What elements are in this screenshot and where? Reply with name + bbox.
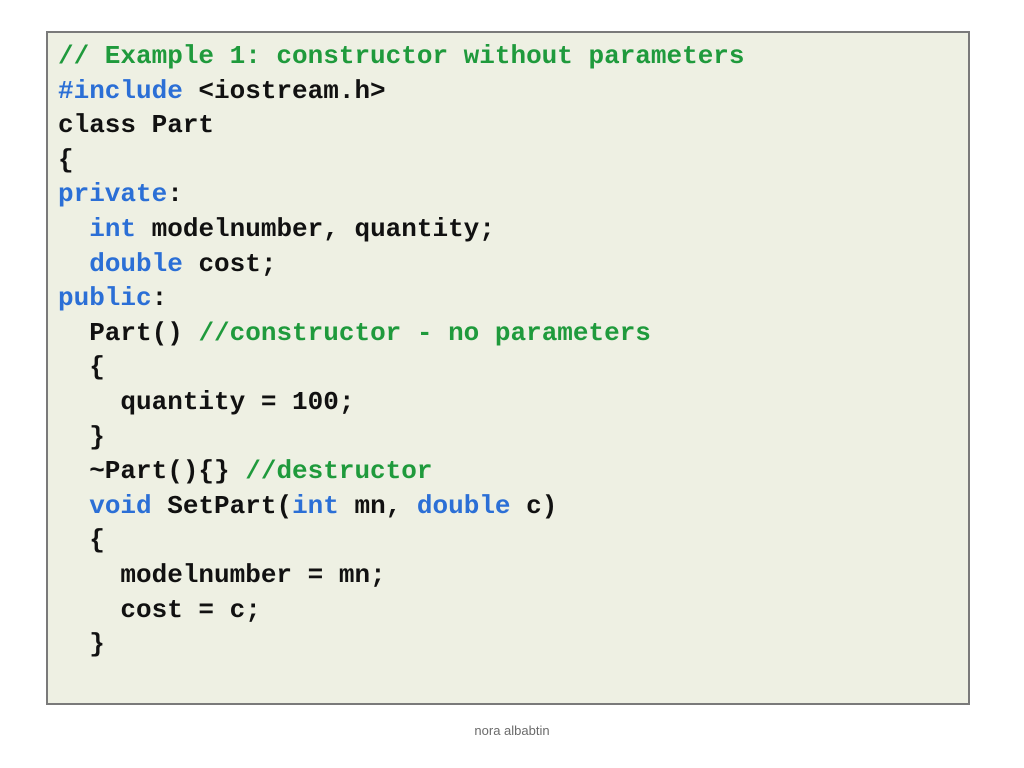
code-token-plain: cost = c; — [58, 594, 261, 625]
code-line: ~Part(){} //destructor — [58, 454, 968, 489]
code-token-plain: modelnumber = mn; — [58, 559, 386, 590]
code-line: quantity = 100; — [58, 385, 968, 420]
code-line: } — [58, 627, 968, 662]
code-line: { — [58, 523, 968, 558]
code-token-plain: class Part — [58, 110, 215, 141]
code-token-plain: <iostream.h> — [182, 75, 386, 106]
code-token-keyword: int — [292, 490, 339, 521]
code-token-plain: } — [58, 629, 105, 660]
code-token-plain: } — [58, 421, 105, 452]
code-token-plain: { — [58, 525, 105, 556]
code-token-plain: c) — [510, 490, 558, 521]
code-token-plain: { — [58, 352, 105, 383]
code-token-plain: SetPart( — [151, 490, 293, 521]
footer-author: nora albabtin — [474, 723, 550, 738]
code-token-keyword: public — [58, 283, 152, 314]
code-token-plain: modelnumber, quantity; — [136, 213, 495, 244]
code-token-plain: cost; — [182, 248, 277, 279]
code-token-plain: quantity = 100; — [58, 386, 355, 417]
code-token-plain: { — [58, 144, 74, 175]
code-token-keyword: double — [416, 490, 511, 521]
code-token-keyword: #include — [58, 75, 183, 106]
code-line: { — [58, 350, 968, 385]
code-block: // Example 1: constructor without parame… — [46, 31, 970, 705]
code-token-comment: //destructor — [245, 456, 433, 487]
code-line: double cost; — [58, 247, 968, 282]
code-token-keyword: int — [89, 213, 137, 244]
code-token-plain — [58, 491, 89, 521]
code-token-plain: mn, — [338, 490, 417, 521]
code-line: Part() //constructor - no parameters — [58, 316, 968, 351]
code-line: { — [58, 143, 968, 178]
code-token-plain — [58, 249, 89, 279]
code-line: modelnumber = mn; — [58, 558, 968, 593]
code-line: cost = c; — [58, 593, 968, 628]
code-token-keyword: void — [89, 490, 152, 521]
code-token-comment: // Example 1: constructor without parame… — [58, 41, 745, 71]
code-line: private: — [58, 177, 968, 212]
code-line: } — [58, 420, 968, 455]
code-token-comment: //constructor - no parameters — [198, 317, 651, 348]
code-line: public: — [58, 281, 968, 316]
code-token-plain: : — [167, 179, 183, 210]
code-token-keyword: private — [58, 179, 168, 210]
code-token-plain: Part() — [58, 317, 199, 348]
code-line: class Part — [58, 108, 968, 143]
code-token-plain: : — [151, 283, 168, 314]
code-line: int modelnumber, quantity; — [58, 212, 968, 247]
code-line: void SetPart(int mn, double c) — [58, 489, 968, 524]
code-token-plain — [58, 214, 89, 244]
code-line: // Example 1: constructor without parame… — [58, 39, 968, 74]
code-token-plain: ~Part(){} — [58, 456, 246, 487]
code-token-keyword: double — [89, 248, 183, 279]
code-line: #include <iostream.h> — [58, 74, 968, 109]
